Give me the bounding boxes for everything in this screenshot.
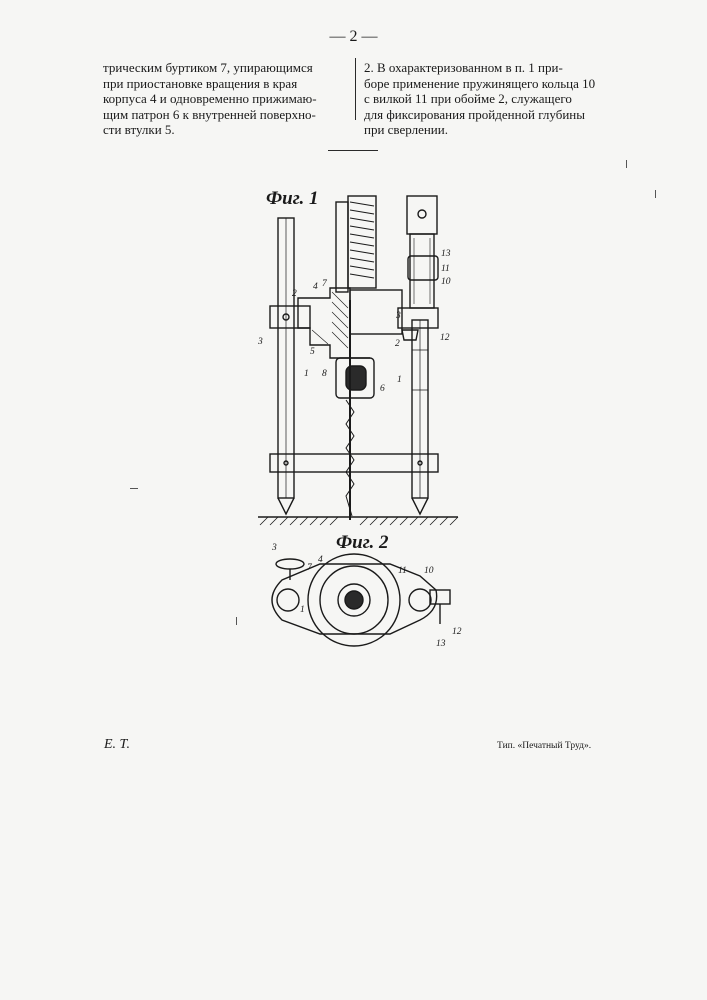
fig2-label-12: 12	[452, 628, 462, 638]
text-line: при приостановке вращения в края	[103, 76, 349, 92]
patent-drawings: Фиг. 1	[0, 180, 707, 680]
scan-speck	[236, 617, 237, 625]
column-divider	[355, 58, 356, 120]
text-line: боре применение пружинящего кольца 10	[364, 76, 608, 92]
scan-speck	[655, 190, 656, 198]
printer-imprint: Тип. «Печатный Труд».	[497, 741, 591, 751]
fig2-label-3: 3	[272, 544, 277, 554]
fig2-label-13: 13	[436, 640, 446, 650]
text-line: корпуса 4 и одновременно прижимаю-	[103, 91, 349, 107]
figure2-drawing	[0, 180, 707, 680]
text-line: 2. В охарактеризованном в п. 1 при-	[364, 60, 608, 76]
fig2-label-10: 10	[424, 567, 434, 577]
editor-initials: Е. Т.	[104, 737, 130, 753]
text-line: щим патрон 6 к внутренней поверхно-	[103, 107, 349, 123]
page-number: — 2 —	[0, 28, 707, 46]
fig2-label-1: 1	[300, 606, 305, 616]
text-line: трическим буртиком 7, упирающимся	[103, 60, 349, 76]
text-line: сти втулки 5.	[103, 122, 349, 138]
scan-speck	[626, 160, 627, 168]
fig2-label-11: 11	[398, 567, 407, 577]
text-line: для фиксирования пройденной глубины	[364, 107, 608, 123]
section-separator	[328, 150, 378, 151]
claim-text-right-column: 2. В охарактеризованном в п. 1 при- боре…	[364, 60, 608, 138]
fig2-label-7: 7	[307, 564, 312, 574]
claim-text-left-column: трическим буртиком 7, упирающимся при пр…	[103, 60, 349, 138]
text-line: с вилкой 11 при обойме 2, служащего	[364, 91, 608, 107]
text-line: при сверлении.	[364, 122, 608, 138]
fig2-label-4: 4	[318, 556, 323, 566]
scan-speck	[130, 488, 138, 489]
